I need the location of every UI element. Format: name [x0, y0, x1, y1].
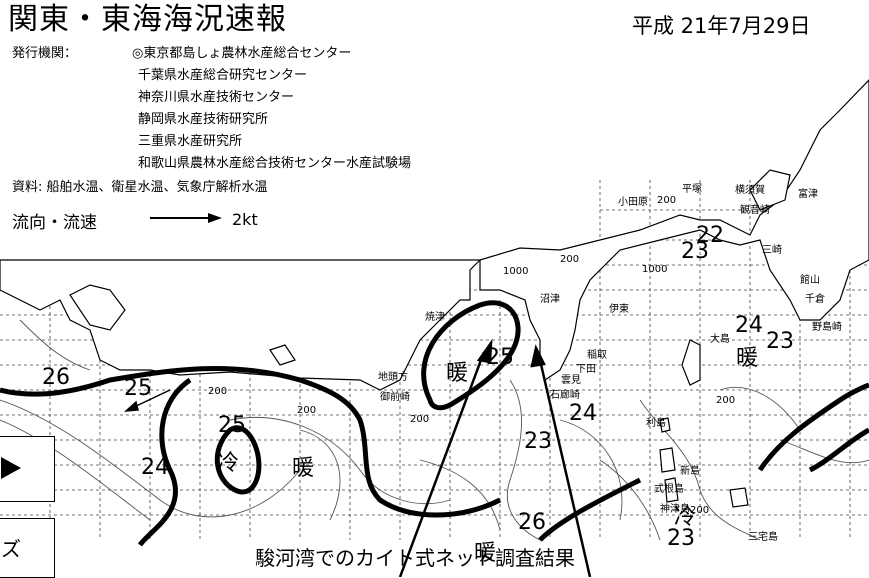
next-button[interactable]: [0, 436, 55, 502]
temp-label: 23: [766, 329, 794, 354]
place-name: 稲取: [587, 349, 607, 361]
temp-label: 23: [667, 526, 695, 551]
temp-label: 24: [735, 313, 763, 338]
place-name: 焼津: [425, 311, 445, 323]
temp-label: 24: [141, 455, 169, 480]
flow-legend-label: 流向・流速: [12, 213, 97, 233]
water-mass-label: 暖: [292, 456, 314, 481]
thermal-fronts: [0, 300, 869, 547]
place-name: 野島崎: [812, 320, 842, 333]
place-name: 横須賀: [735, 183, 765, 196]
issuer-name: 神奈川県水産技術センター: [138, 90, 295, 105]
issuer-name: 千葉県水産総合研究センター: [138, 68, 308, 83]
water-mass-label: 冷: [674, 505, 696, 530]
issuer-name: 三重県水産研究所: [138, 134, 243, 149]
place-name: 石廊崎: [550, 388, 580, 401]
play-icon: [1, 457, 21, 479]
place-name: 神津島: [660, 502, 690, 515]
temp-label: 23: [681, 239, 709, 264]
place-name: 観音崎: [740, 203, 770, 216]
place-name: 平塚: [682, 183, 702, 195]
temp-label: 23: [524, 429, 552, 454]
place-name: 利島: [646, 416, 666, 429]
place-name: 三崎: [762, 243, 782, 256]
temp-label: 25: [124, 376, 152, 401]
issuer-label: 発行機関：: [12, 46, 78, 61]
depth-label: 200: [208, 386, 227, 397]
issuer-name: 和歌山県農林水産総合技術センター水産試験場: [138, 156, 412, 171]
survey-arrows: [398, 338, 592, 577]
temp-label: 26: [42, 365, 70, 390]
place-name: 富津: [798, 187, 818, 200]
place-name: 伊東: [609, 302, 629, 315]
isotherms: [0, 319, 869, 541]
place-name: 式根島: [654, 482, 684, 495]
place-name: 大島: [710, 332, 730, 345]
landmass-west: [0, 259, 482, 391]
flow-arrow-icon: [150, 213, 222, 223]
water-mass-label: 冷: [217, 451, 239, 476]
temp-label: 25: [218, 413, 246, 438]
place-name: 雲見: [561, 374, 581, 386]
place-name: 三宅島: [748, 530, 778, 543]
series-button[interactable]: ズ: [0, 518, 55, 578]
depth-label: 200: [560, 254, 579, 265]
place-name: 地頭方: [378, 370, 408, 383]
depth-label: 200: [690, 505, 709, 516]
data-sources: 資料: 船舶水温、衛星水温、気象庁解析水温: [12, 180, 268, 195]
landmass-east: [479, 79, 869, 508]
temp-label: 24: [569, 401, 597, 426]
series-button-label: ズ: [1, 537, 21, 561]
depth-label: 200: [297, 405, 316, 416]
water-mass-label: 暖: [446, 361, 468, 386]
depth-label: 200: [657, 195, 676, 206]
water-mass-label: 暖: [736, 346, 758, 371]
place-name: 沼津: [540, 292, 560, 305]
report-date: 平成 21年7月29日: [632, 14, 811, 38]
temp-label: 26: [518, 510, 546, 535]
depth-label: 1000: [503, 266, 528, 277]
flow-speed-label: 2kt: [232, 210, 258, 229]
map-title: 関東・東海海況速報: [8, 2, 287, 37]
current-arrows: [123, 389, 171, 412]
issuer-name: ◎東京都島しょ農林水産総合センター: [132, 46, 352, 61]
issuer-name: 静岡県水産技術研究所: [138, 112, 269, 127]
place-name: 小田原: [618, 196, 648, 208]
water-mass-label: 暖: [474, 541, 496, 566]
temp-label: 22: [696, 223, 724, 248]
depth-label: 200: [716, 395, 735, 406]
place-name: 千倉: [805, 292, 825, 305]
place-name: 下田: [576, 364, 596, 375]
survey-caption: 駿河湾でのカイト式ネット調査結果: [255, 546, 575, 570]
place-name: 新島: [680, 464, 700, 477]
place-name: 御前崎: [380, 390, 410, 403]
depth-label: 200: [410, 414, 429, 425]
depth-label: 1000: [642, 264, 667, 275]
place-name: 館山: [800, 273, 820, 286]
temp-label: 25: [486, 345, 514, 370]
